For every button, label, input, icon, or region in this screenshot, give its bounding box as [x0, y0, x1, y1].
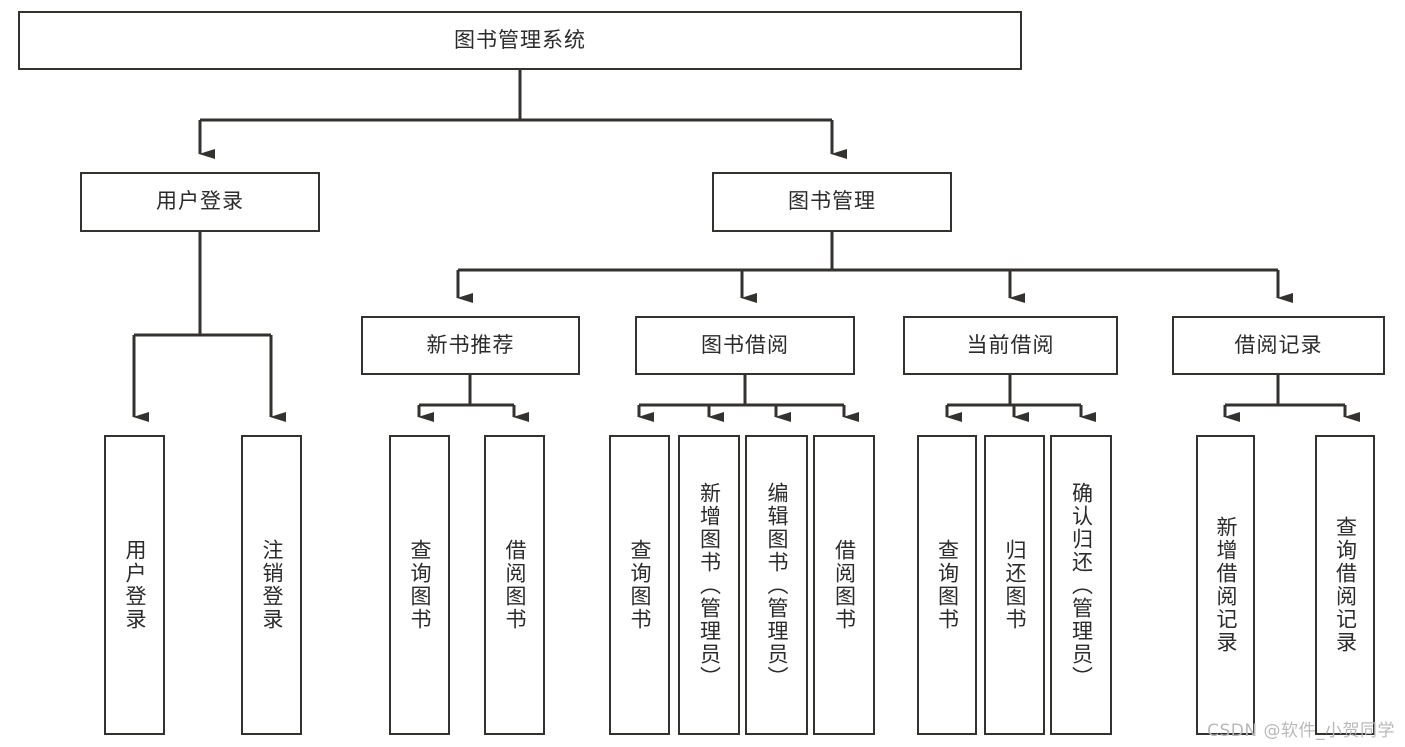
node-book-management[interactable]: 图书管理: [712, 172, 952, 232]
leaf-user-login[interactable]: 用户登录: [104, 435, 165, 735]
node-new-book-recommend[interactable]: 新书推荐: [361, 316, 580, 375]
leaf-edit-book-admin[interactable]: 编辑图书（管理员）: [745, 435, 808, 735]
leaf-label: 编辑图书（管理员）: [764, 481, 789, 689]
leaf-label: 归还图书: [1002, 539, 1027, 631]
leaf-label: 查询图书: [627, 539, 652, 631]
leaf-label: 借阅图书: [502, 539, 527, 631]
leaf-add-book-admin[interactable]: 新增图书（管理员）: [678, 435, 740, 735]
node-current-borrow[interactable]: 当前借阅: [903, 316, 1118, 375]
csdn-watermark: CSDN @软件_小贺同学: [1207, 721, 1395, 741]
leaf-label: 查询图书: [407, 539, 432, 631]
leaf-label: 新增借阅记录: [1213, 516, 1238, 654]
node-root-system[interactable]: 图书管理系统: [18, 11, 1022, 70]
node-user-login[interactable]: 用户登录: [80, 172, 320, 232]
leaf-label: 借阅图书: [832, 539, 857, 631]
leaf-query-book-borrow[interactable]: 查询图书: [609, 435, 670, 735]
leaf-logout[interactable]: 注销登录: [241, 435, 302, 735]
leaf-borrow-book-recommend[interactable]: 借阅图书: [484, 435, 545, 735]
leaf-query-book-recommend[interactable]: 查询图书: [389, 435, 450, 735]
leaf-borrow-book[interactable]: 借阅图书: [813, 435, 875, 735]
leaf-query-borrow-record[interactable]: 查询借阅记录: [1315, 435, 1375, 735]
node-borrow-record[interactable]: 借阅记录: [1172, 316, 1385, 375]
node-book-borrow[interactable]: 图书借阅: [635, 316, 855, 375]
leaf-label: 用户登录: [122, 539, 147, 631]
leaf-label: 查询借阅记录: [1333, 516, 1358, 654]
leaf-add-borrow-record[interactable]: 新增借阅记录: [1196, 435, 1255, 735]
leaf-label: 查询图书: [935, 539, 960, 631]
leaf-label: 确认归还（管理员）: [1069, 481, 1094, 689]
leaf-query-book-current[interactable]: 查询图书: [917, 435, 977, 735]
leaf-label: 新增图书（管理员）: [697, 481, 722, 689]
leaf-return-book[interactable]: 归还图书: [984, 435, 1045, 735]
leaf-confirm-return-admin[interactable]: 确认归还（管理员）: [1050, 435, 1112, 735]
leaf-label: 注销登录: [259, 539, 284, 631]
